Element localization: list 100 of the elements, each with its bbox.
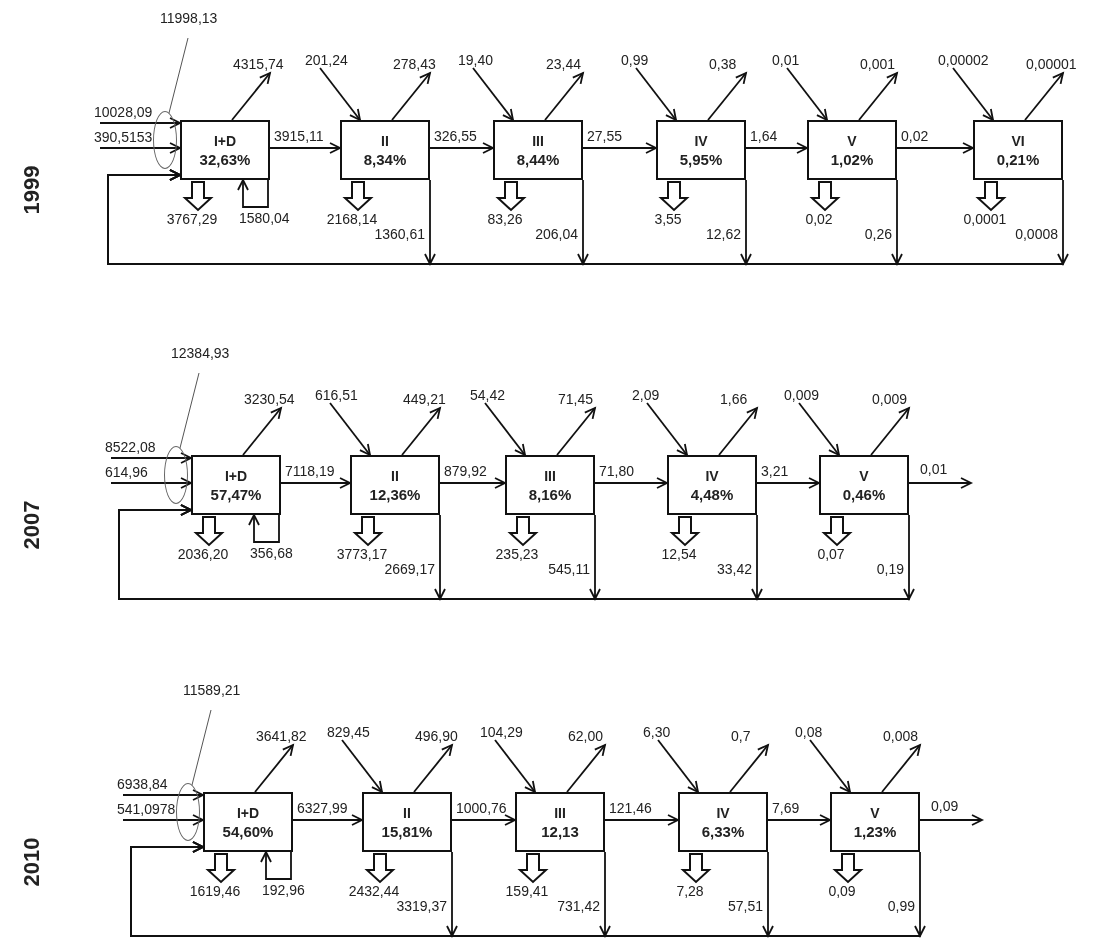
arrow: [231, 72, 271, 121]
arrow: [99, 142, 181, 154]
stage-percent: 0,21%: [996, 149, 1040, 169]
edge-label: 0,09: [930, 798, 960, 814]
arrow: [110, 477, 192, 489]
stage-percent: 32,63%: [199, 149, 251, 169]
arrow: [786, 67, 828, 121]
arrow: [484, 402, 526, 456]
arrow: [896, 142, 974, 154]
stage-box: [515, 792, 605, 852]
stage-box: [493, 120, 583, 180]
edge-label: 7,28: [675, 883, 705, 899]
arrow: [809, 739, 851, 793]
stage-box: [362, 792, 452, 852]
edge-label: 356,68: [249, 545, 294, 561]
stage-percent: 12,13: [541, 821, 579, 841]
loop-arrow: [248, 514, 280, 543]
edge-label: 541,0978: [116, 801, 177, 817]
stage-box: [678, 792, 768, 852]
edge-label: 3319,37: [395, 898, 448, 914]
edge-label: 0,0001: [962, 211, 1008, 227]
arrow: [858, 72, 898, 121]
stage-percent: 6,33%: [701, 821, 745, 841]
edge-label: 0,001: [859, 56, 897, 72]
block-arrow: [182, 181, 214, 212]
edge-label: 3,21: [760, 463, 790, 479]
edge-label: 3767,29: [165, 211, 219, 227]
edge-label: 6938,84: [116, 776, 169, 792]
feedback-arrow: [130, 841, 926, 938]
block-arrow: [821, 516, 853, 547]
leader-line: [168, 37, 189, 114]
stage-name: III: [554, 803, 566, 822]
stage-box: [180, 120, 270, 180]
block-arrow: [517, 853, 549, 884]
arrow: [756, 477, 820, 489]
year-label: 2010: [20, 837, 44, 887]
stage-percent: 1,23%: [853, 821, 897, 841]
edge-label: 1,66: [719, 391, 749, 407]
total-value: 12384,93: [171, 345, 230, 361]
edge-label: 19,40: [457, 52, 495, 68]
stage-box: [667, 455, 757, 515]
arrow: [566, 744, 606, 793]
stage-name: I+D: [236, 803, 260, 822]
edge-label: 545,11: [547, 561, 591, 577]
stage-name: IV: [694, 131, 708, 150]
stage-box: [819, 455, 909, 515]
arrow: [341, 739, 383, 793]
loop-arrow: [260, 851, 292, 880]
arrow: [729, 744, 769, 793]
edge-label: 0,00001: [1025, 56, 1078, 72]
block-arrow: [975, 181, 1007, 212]
arrow: [582, 142, 657, 154]
stage-percent: 0,46%: [842, 484, 886, 504]
stage-percent: 57,47%: [210, 484, 262, 504]
block-arrow: [680, 853, 712, 884]
edge-label: 104,29: [479, 724, 524, 740]
edge-label: 7118,19: [284, 463, 336, 479]
edge-label: 2,09: [631, 387, 661, 403]
edge-label: 4315,74: [232, 56, 285, 72]
edge-label: 0,009: [871, 391, 909, 407]
total-value: 11589,21: [183, 682, 241, 698]
edge-label: 1,64: [749, 128, 779, 144]
arrow: [413, 744, 453, 793]
arrow: [329, 402, 371, 456]
edge-label: 0,26: [863, 226, 893, 242]
edge-label: 23,44: [545, 56, 583, 72]
edge-label: 159,41: [504, 883, 550, 899]
stage-percent: 5,95%: [679, 149, 723, 169]
edge-label: 879,92: [443, 463, 488, 479]
edge-label: 27,55: [586, 128, 624, 144]
stage-name: II: [403, 803, 411, 822]
stage-name: IV: [716, 803, 730, 822]
edge-label: 0,19: [875, 561, 905, 577]
stage-box: [505, 455, 595, 515]
stage-percent: 15,81%: [381, 821, 433, 841]
edge-label: 12,62: [704, 226, 742, 242]
arrow: [451, 814, 516, 826]
arrow: [242, 407, 282, 456]
stage-percent: 8,16%: [528, 484, 572, 504]
arrow: [280, 477, 351, 489]
arrow: [919, 814, 983, 826]
edge-label: 0,09: [827, 883, 857, 899]
edge-label: 496,90: [414, 728, 459, 744]
stage-percent: 1,02%: [830, 149, 874, 169]
stage-percent: 12,36%: [369, 484, 421, 504]
block-arrow: [669, 516, 701, 547]
arrow: [254, 744, 294, 793]
edge-label: 0,07: [816, 546, 846, 562]
arrow: [745, 142, 808, 154]
block-arrow: [205, 853, 237, 884]
edge-label: 616,51: [314, 387, 359, 403]
edge-label: 0,01: [771, 52, 801, 68]
block-arrow: [507, 516, 539, 547]
block-arrow: [342, 181, 374, 212]
edge-label: 83,26: [486, 211, 524, 227]
stage-name: III: [532, 131, 544, 150]
edge-label: 0,008: [882, 728, 920, 744]
block-arrow: [832, 853, 864, 884]
edge-label: 71,45: [557, 391, 595, 407]
edge-label: 33,42: [715, 561, 753, 577]
